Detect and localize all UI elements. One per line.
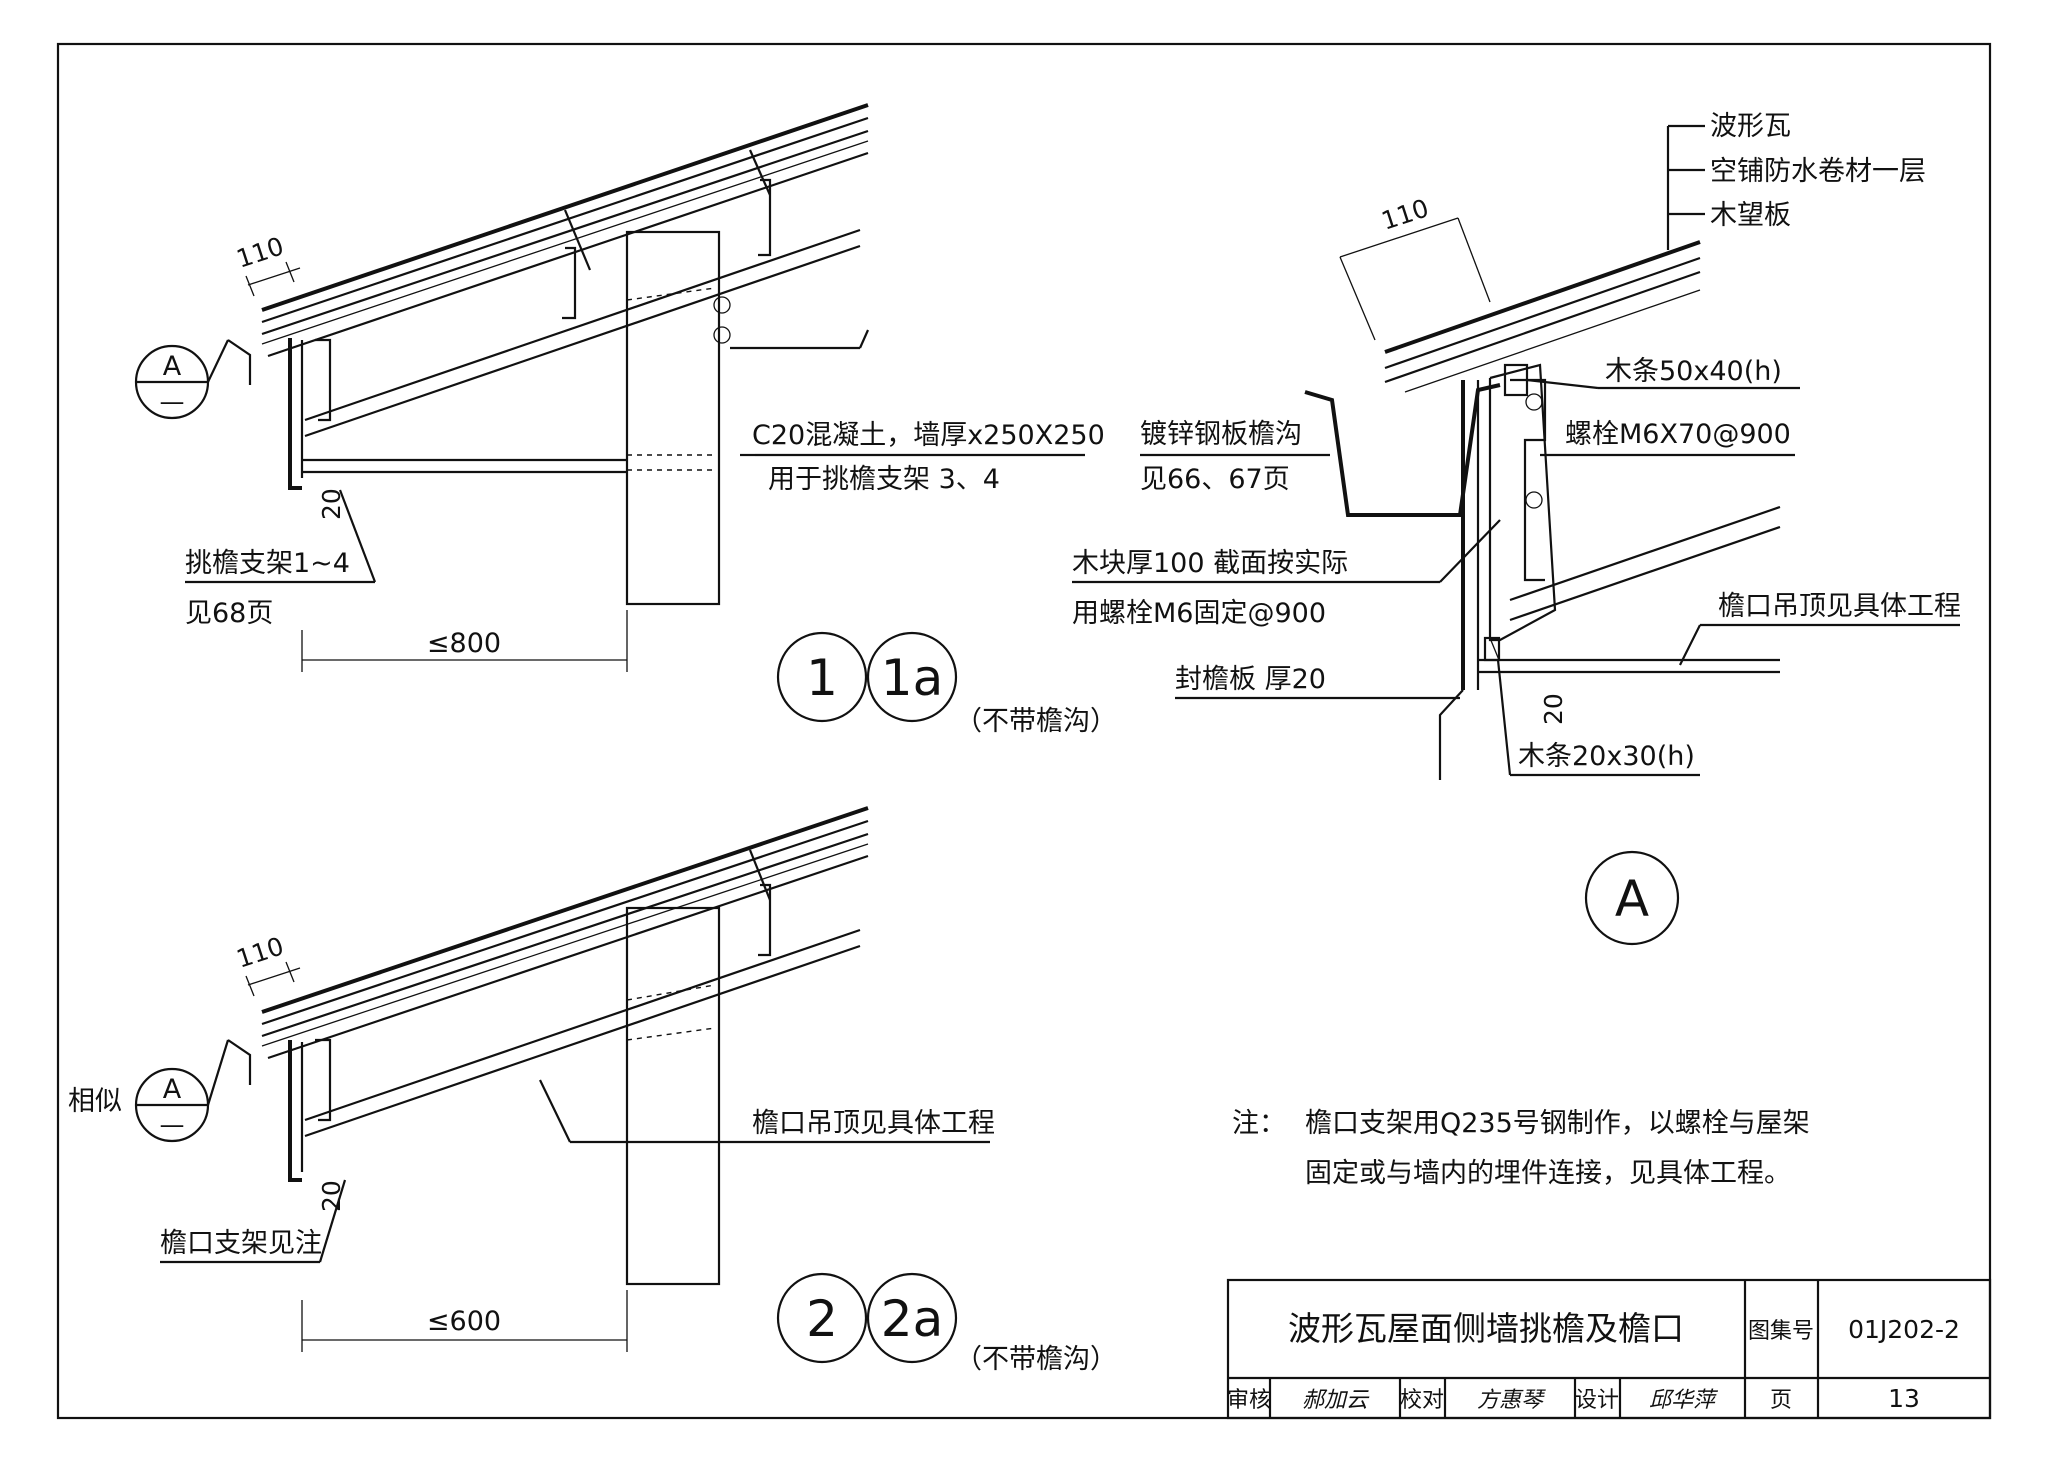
detail-2-note-ceiling: 檐口吊顶见具体工程 bbox=[752, 1108, 995, 1139]
detail-2-bubble-2a: 2a bbox=[881, 1290, 943, 1348]
detail-a-batten-2: 木条20x30(h) bbox=[1518, 741, 1695, 772]
design-label: 设计 bbox=[1575, 1388, 1619, 1413]
detail-1-wall bbox=[625, 230, 721, 606]
detail-a-block-note: 木块厚100 截面按实际 用螺栓M6固定@900 bbox=[1072, 519, 1501, 629]
detail-a-gutter-1: 镀锌钢板檐沟 bbox=[1140, 419, 1302, 450]
review-label: 审核 bbox=[1227, 1388, 1271, 1413]
detail-2-section-bubbles: 2 2a （不带檐沟） bbox=[776, 1272, 1117, 1375]
detail-2-bubble-note: （不带檐沟） bbox=[955, 1344, 1117, 1375]
detail-1-section-bubbles: 1 1a （不带檐沟） bbox=[776, 631, 1117, 737]
detail-1-note-concrete-2: 用于挑檐支架 3、4 bbox=[768, 464, 1000, 495]
detail-1-note-concrete-1: C20混凝土，墙厚x250X250 bbox=[752, 420, 1105, 451]
detail-a-bubble: A bbox=[1615, 870, 1649, 928]
detail-2-ref-sub: — bbox=[160, 1110, 185, 1139]
detail-a-layer-1: 波形瓦 bbox=[1710, 111, 1791, 142]
detail-a-batten2-note: 木条20x30(h) bbox=[1496, 659, 1700, 777]
detail-1-note-bracket-1: 挑檐支架1~4 bbox=[185, 548, 350, 579]
check-signature: 方惠琴 bbox=[1477, 1388, 1546, 1413]
detail-a-layer-callouts: 波形瓦 空铺防水卷材一层 木望板 bbox=[1666, 111, 1926, 250]
detail-a-dim-20: 20 bbox=[1539, 693, 1568, 725]
page-label: 页 bbox=[1770, 1388, 1792, 1413]
detail-1-concrete-note: C20混凝土，墙厚x250X250 用于挑檐支架 3、4 bbox=[740, 420, 1105, 495]
detail-2-dim-110: 110 bbox=[233, 931, 287, 973]
notes-line-2: 固定或与墙内的埋件连接，见具体工程。 bbox=[1305, 1158, 1791, 1189]
design-signature: 邱华萍 bbox=[1649, 1388, 1719, 1413]
detail-a-fascia: 封檐板 厚20 bbox=[1175, 664, 1326, 695]
detail-1-dim-110: 110 bbox=[233, 231, 301, 297]
title-block: 波形瓦屋面侧墙挑檐及檐口 图集号 01J202-2 审核 郝加云 校对 方惠琴 … bbox=[1226, 1278, 1992, 1420]
detail-a-layer-2: 空铺防水卷材一层 bbox=[1710, 156, 1926, 187]
detail-1-ref-letter: A bbox=[163, 351, 182, 382]
detail-1-span-dim: ≤800 bbox=[301, 610, 628, 672]
sheet-border bbox=[56, 42, 1992, 1420]
detail-1-dim-110: 110 bbox=[233, 231, 287, 273]
detail-1-bracket-note: 挑檐支架1~4 见68页 bbox=[185, 489, 377, 629]
detail-2-bracket-note: 檐口支架见注 bbox=[160, 1179, 347, 1264]
detail-2-ref-letter: A bbox=[163, 1074, 182, 1105]
detail-a-bubble: A bbox=[1584, 850, 1680, 946]
drawing-title: 波形瓦屋面侧墙挑檐及檐口 bbox=[1288, 1309, 1684, 1348]
check-label: 校对 bbox=[1400, 1388, 1444, 1413]
detail-a-dim-110: 110 bbox=[1339, 193, 1491, 341]
notes-prefix: 注： bbox=[1232, 1108, 1286, 1139]
page-number: 13 bbox=[1888, 1384, 1920, 1413]
atlas-number: 01J202-2 bbox=[1848, 1315, 1960, 1344]
detail-1-drawing bbox=[227, 103, 870, 606]
detail-2-ref-bubble: 相似 A — bbox=[68, 1039, 230, 1143]
detail-a-block-1: 木块厚100 截面按实际 bbox=[1072, 548, 1348, 579]
detail-a-ceiling-note: 檐口吊顶见具体工程 bbox=[1679, 591, 1961, 666]
detail-2-drawing bbox=[227, 806, 869, 1286]
detail-2-ceiling-note: 檐口吊顶见具体工程 bbox=[539, 1079, 995, 1144]
detail-a-gutter-2: 见66、67页 bbox=[1140, 464, 1290, 495]
atlas-label: 图集号 bbox=[1748, 1319, 1814, 1344]
detail-1-bubble-1a: 1a bbox=[881, 649, 943, 707]
detail-2-dim-span: ≤600 bbox=[427, 1306, 501, 1337]
review-signature: 郝加云 bbox=[1302, 1388, 1370, 1413]
detail-a-bolt-note: 螺栓M6X70@900 bbox=[1540, 419, 1795, 457]
detail-2-dim-20: 20 bbox=[317, 1180, 346, 1212]
detail-2-dim-110: 110 bbox=[233, 931, 301, 997]
notes-line-1: 檐口支架用Q235号钢制作，以螺栓与屋架 bbox=[1305, 1108, 1810, 1139]
detail-a-ceiling: 檐口吊顶见具体工程 bbox=[1718, 591, 1961, 622]
detail-1-dim-span: ≤800 bbox=[427, 628, 501, 659]
detail-2-note-bracket: 檐口支架见注 bbox=[160, 1228, 322, 1259]
detail-1-note-bracket-2: 见68页 bbox=[185, 598, 273, 629]
detail-a-fascia-note: 封檐板 厚20 bbox=[1175, 664, 1460, 700]
detail-a-batten-1: 木条50x40(h) bbox=[1605, 356, 1782, 387]
detail-a-block-2: 用螺栓M6固定@900 bbox=[1072, 598, 1326, 629]
detail-a-layer-3: 木望板 bbox=[1710, 200, 1791, 231]
detail-a-bolt: 螺栓M6X70@900 bbox=[1565, 419, 1791, 450]
detail-1-ref-bubble: A — bbox=[134, 339, 229, 420]
detail-a-drawing bbox=[1304, 240, 1781, 780]
detail-a-batten-note: 木条50x40(h) bbox=[1526, 356, 1800, 390]
detail-a-gutter-note: 镀锌钢板檐沟 见66、67页 bbox=[1140, 419, 1330, 495]
detail-2-wall bbox=[625, 906, 721, 1286]
detail-2-span-dim: ≤600 bbox=[301, 1290, 628, 1352]
detail-1-ref-sub: — bbox=[160, 387, 185, 416]
detail-1-bubble-note: （不带檐沟） bbox=[955, 706, 1117, 737]
detail-2-similar-label: 相似 bbox=[68, 1086, 122, 1117]
general-notes: 注： 檐口支架用Q235号钢制作，以螺栓与屋架 固定或与墙内的埋件连接，见具体工… bbox=[1232, 1108, 1810, 1189]
detail-1-bubble-1: 1 bbox=[806, 649, 838, 707]
detail-2-bubble-2: 2 bbox=[806, 1290, 838, 1348]
gutter bbox=[1304, 383, 1501, 517]
